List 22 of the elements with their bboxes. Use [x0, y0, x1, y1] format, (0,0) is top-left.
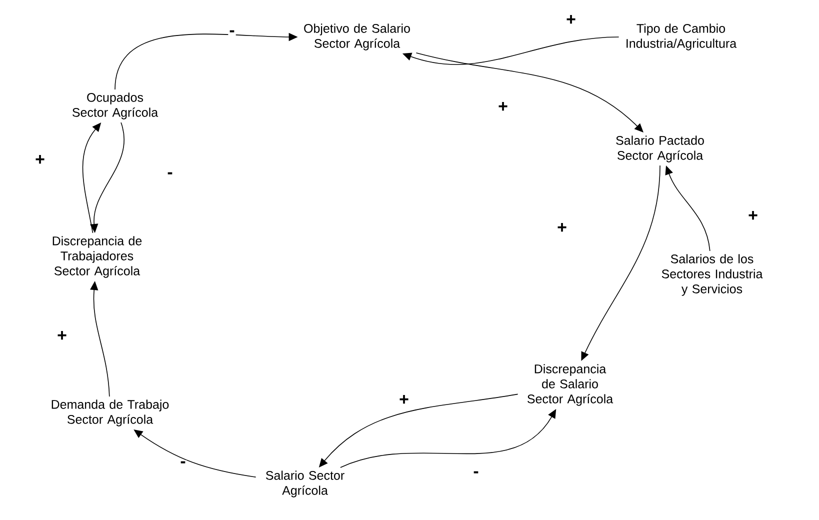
variable-label: Discrepancia de Trabajadores Sector Agrícola — [52, 236, 142, 278]
polarity-sign: - — [166, 171, 174, 179]
variable-label: Objetivo de Salario Sector Agrícola — [304, 24, 410, 50]
polarity-sign: + — [497, 101, 509, 113]
polarity-sign: - — [228, 29, 236, 37]
polarity-sign: + — [34, 154, 46, 166]
polarity-sign: + — [56, 330, 68, 342]
polarity-sign: + — [556, 222, 568, 234]
variable-label: Tipo de Cambio Industria/Agricultura — [626, 24, 737, 50]
polarity-sign: + — [565, 14, 577, 26]
variable-label: Ocupados Sector Agrícola — [72, 92, 158, 120]
causal-arrow — [340, 409, 556, 468]
variable-label: Salarios de los Sectores Industria y Servicios — [662, 254, 763, 296]
polarity-sign: + — [747, 210, 759, 222]
variable-label: Salario Sector Agrícola — [266, 470, 344, 498]
variable-label: Discrepancia de Salario Sector Agrícola — [528, 364, 614, 406]
polarity-sign: + — [398, 394, 410, 406]
variable-label: Salario Pactado Sector Agrícola — [616, 136, 704, 162]
causal-arrow — [416, 52, 644, 132]
variable-label: Demanda de Trabajo Sector Agrícola — [52, 400, 169, 426]
polarity-sign: - — [179, 460, 187, 468]
polarity-sign: - — [472, 470, 480, 478]
